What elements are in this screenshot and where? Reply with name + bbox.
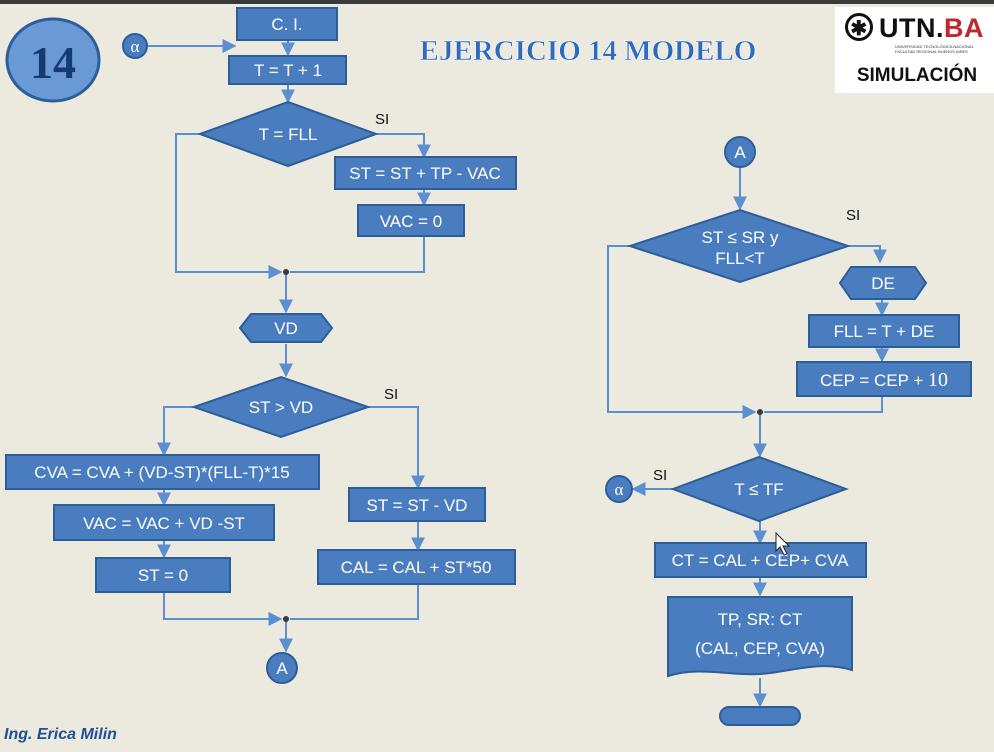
si-label-4: SI <box>653 467 667 484</box>
logo-subtitle-line1: UNIVERSIDAD TECNOLÓGICA NACIONAL <box>895 44 974 49</box>
cal-update-label: CAL = CAL + ST*50 <box>341 558 492 577</box>
exercise-badge: 14 <box>5 17 101 103</box>
connector-a-top <box>724 136 756 168</box>
decision-st-vd-label: ST > VD <box>249 398 313 417</box>
cva-box <box>5 454 320 490</box>
logo-name-accent: BA <box>944 13 984 43</box>
cep-update-prefix: CEP = CEP + <box>820 371 928 390</box>
st-update-box <box>334 156 517 190</box>
vac-update-label: VAC = VAC + VD -ST <box>83 514 245 533</box>
connector-a-bottom-label: A <box>276 659 288 678</box>
output-document <box>667 596 853 678</box>
ct-box <box>654 542 867 578</box>
st-minus-box <box>348 487 486 522</box>
ct-label: CT = CAL + CEP+ CVA <box>672 551 850 570</box>
alpha-out-connector <box>605 475 633 503</box>
junction-dots <box>283 269 763 622</box>
connectors-left <box>144 39 431 653</box>
logo-name-main: UTN. <box>879 13 944 43</box>
si-label-2: SI <box>384 386 398 403</box>
window-top-bar <box>0 0 994 4</box>
de-label: DE <box>871 274 895 293</box>
vac-zero-label: VAC = 0 <box>380 212 443 231</box>
decision-st-vd <box>190 375 372 439</box>
st-zero-box <box>95 557 231 593</box>
cep-update-amount: 10 <box>928 369 948 391</box>
logo-subtitle-line2: FACULTAD REGIONAL BUENOS AIRES <box>895 49 968 54</box>
st-minus-label: ST = ST - VD <box>367 496 468 515</box>
output-label-line2: (CAL, CEP, CVA) <box>695 639 825 658</box>
utn-emblem-icon: ✱ <box>845 13 873 41</box>
end-terminator <box>719 706 801 726</box>
t-increment-label: T = T + 1 <box>254 61 322 80</box>
vd-label: VD <box>274 319 298 338</box>
decision-st-sr <box>626 208 852 284</box>
connectors-right <box>607 167 889 708</box>
decision-t-fll <box>197 100 379 168</box>
vac-zero-box <box>357 204 465 237</box>
cva-label: CVA = CVA + (VD-ST)*(FLL-T)*15 <box>34 463 289 482</box>
ci-label: C. I. <box>271 15 302 34</box>
decision-t-tf-label: T ≤ TF <box>734 480 783 499</box>
output-label-line1: TP, SR: CT <box>718 610 803 629</box>
connector-a-bottom <box>266 652 298 684</box>
alpha-in-connector <box>122 33 148 59</box>
ci-box <box>236 7 338 41</box>
decision-st-sr-label-line1: ST ≤ SR y <box>701 228 779 247</box>
logo-subtitle: UNIVERSIDAD TECNOLÓGICA NACIONAL FACULTA… <box>895 44 990 54</box>
de-hexagon <box>838 266 928 300</box>
utn-logo: ✱UTN.BA UNIVERSIDAD TECNOLÓGICA NACIONAL… <box>835 7 994 93</box>
st-zero-label: ST = 0 <box>138 566 188 585</box>
author-credit: Ing. Erica Milin <box>4 726 117 743</box>
decision-t-tf <box>670 455 849 523</box>
t-increment-box <box>228 55 347 85</box>
cal-update-box <box>317 549 516 585</box>
department-label: SIMULACIÓN <box>856 65 978 86</box>
exercise-number: 14 <box>30 37 76 88</box>
vac-update-box <box>53 504 275 541</box>
alpha-out-label: α <box>615 480 624 499</box>
mouse-cursor-icon <box>775 531 791 556</box>
alpha-in-label: α <box>131 37 140 56</box>
st-update-label: ST = ST + TP - VAC <box>349 164 501 183</box>
si-label-1: SI <box>375 111 389 128</box>
page-title: EJERCICIO 14 MODELO <box>420 35 757 67</box>
cep-update-label: CEP = CEP + 10 <box>820 369 948 391</box>
decision-t-fll-label: T = FLL <box>259 125 318 144</box>
decision-st-sr-label-line2: FLL<T <box>715 249 765 268</box>
utn-logo-mark: ✱UTN.BA <box>845 13 984 44</box>
connector-a-top-label: A <box>734 143 746 162</box>
fll-update-box <box>808 314 960 348</box>
cep-update-box <box>796 361 972 397</box>
fll-update-label: FLL = T + DE <box>834 322 935 341</box>
si-label-3: SI <box>846 207 860 224</box>
vd-hexagon <box>238 313 334 343</box>
